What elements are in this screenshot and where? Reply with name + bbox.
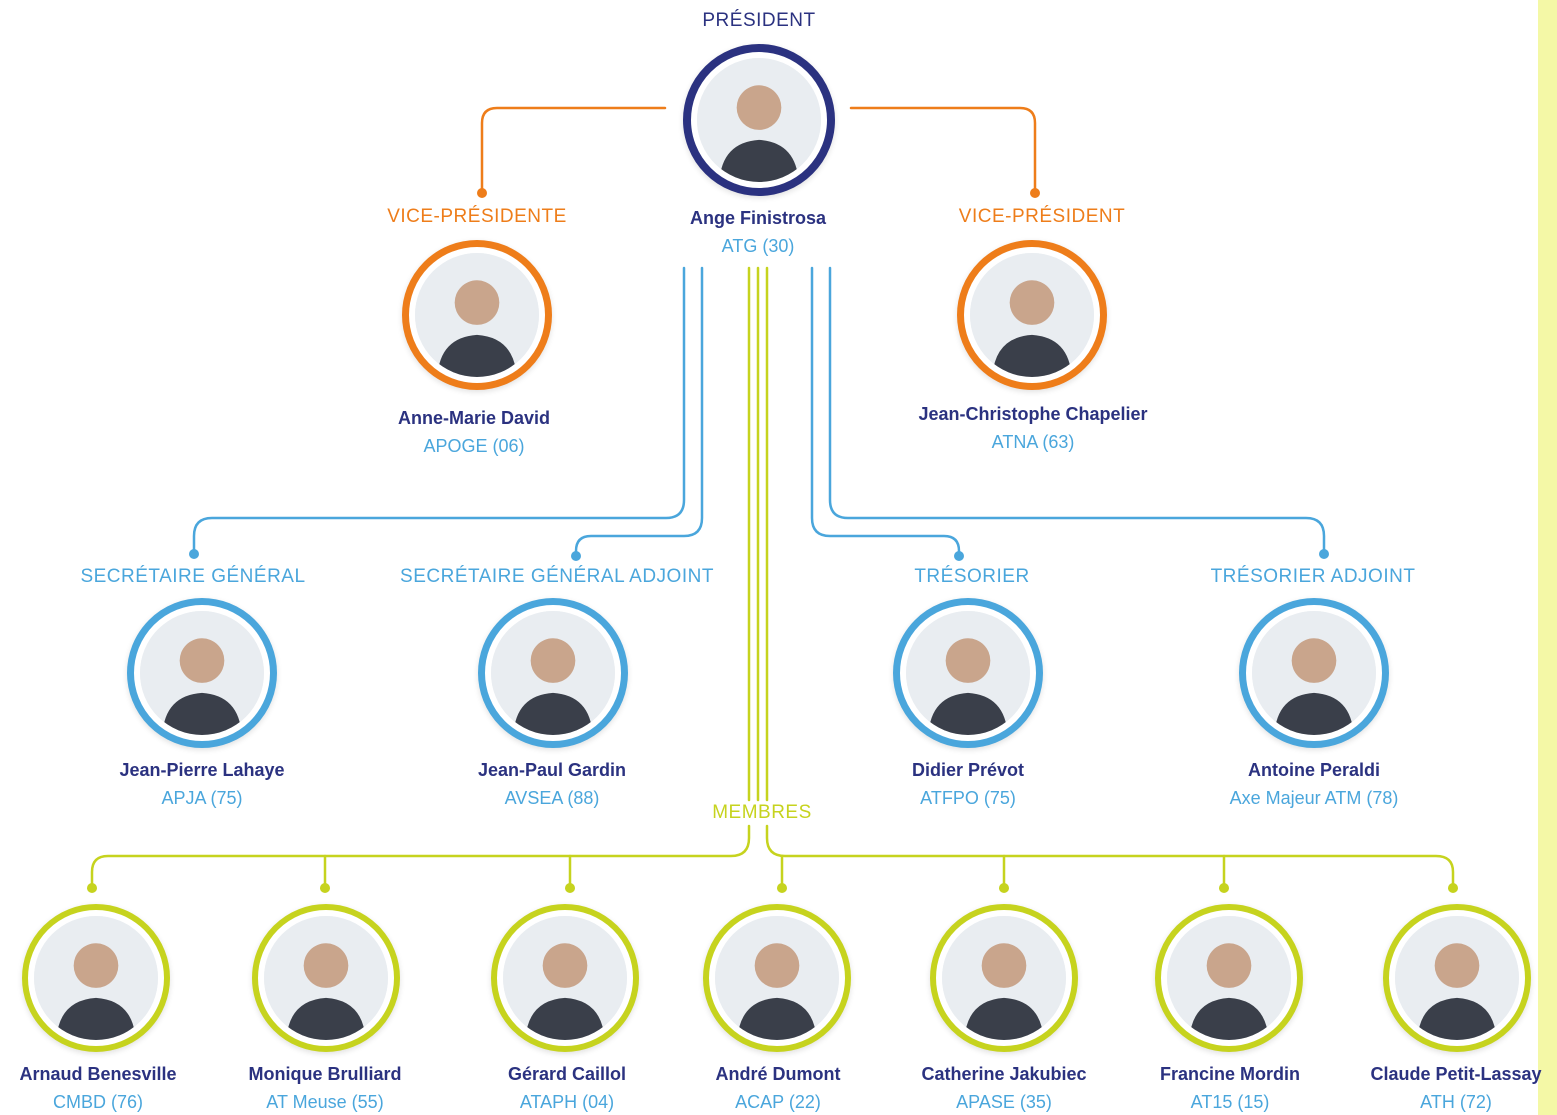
person-org-member-5: APASE (35) — [956, 1092, 1052, 1112]
node-dot-treasurer-adjoint — [1319, 549, 1329, 559]
person-org-member-7: ATH (72) — [1420, 1092, 1492, 1112]
person-org-vice-left: APOGE (06) — [423, 436, 525, 456]
person-name-member-5: Catherine Jakubiec — [921, 1064, 1087, 1084]
role-title-members: MEMBRES — [712, 802, 812, 823]
node-dot-member-2 — [320, 883, 330, 893]
person-name-member-1: Arnaud Benesville — [19, 1064, 177, 1084]
person-name-president: Ange Finistrosa — [689, 208, 827, 228]
node-dot-member-3 — [565, 883, 575, 893]
portrait-photo — [906, 611, 1030, 735]
person-org-member-3: ATAPH (04) — [519, 1092, 615, 1112]
connector-to-treasurer-adjoint — [828, 266, 1326, 553]
portrait-photo — [503, 916, 627, 1040]
portrait-photo — [415, 253, 539, 377]
node-dot-secretary-adjoint — [571, 551, 581, 561]
avatar-treasurer — [893, 598, 1043, 748]
person-org-treasurer: ATFPO (75) — [920, 788, 1016, 808]
avatar-member-7 — [1383, 904, 1531, 1052]
person-org-treasurer-adjoint: Axe Majeur ATM (78) — [1229, 788, 1399, 808]
portrait-photo — [1395, 916, 1519, 1040]
avatar-secretary-adjoint — [478, 598, 628, 748]
node-dot-vice-right — [1030, 188, 1040, 198]
connector-to-vice-right — [849, 106, 1037, 192]
person-org-vice-right: ATNA (63) — [991, 432, 1075, 452]
avatar-member-1 — [22, 904, 170, 1052]
connector-to-secretary-adjoint — [574, 266, 704, 555]
node-dot-member-6 — [1219, 883, 1229, 893]
node-dot-secretary — [189, 549, 199, 559]
portrait-photo — [1167, 916, 1291, 1040]
person-name-member-3: Gérard Caillol — [507, 1064, 627, 1084]
avatar-secretary — [127, 598, 277, 748]
connector-to-vice-left — [480, 106, 667, 192]
avatar-president — [683, 44, 835, 196]
person-name-vice-left: Anne-Marie David — [397, 408, 551, 428]
person-name-secretary-adjoint: Jean-Paul Gardin — [477, 760, 627, 780]
role-title-secretary: SECRÉTAIRE GÉNÉRAL — [80, 566, 306, 587]
person-org-secretary-adjoint: AVSEA (88) — [504, 788, 600, 808]
portrait-photo — [1252, 611, 1376, 735]
portrait-photo — [715, 916, 839, 1040]
role-title-president: PRÉSIDENT — [702, 10, 816, 31]
members-left-bar — [90, 824, 751, 886]
avatar-vice-right — [957, 240, 1107, 390]
portrait-photo — [970, 253, 1094, 377]
members-right-bar — [765, 824, 1455, 886]
portrait-photo — [697, 58, 821, 182]
person-name-member-7: Claude Petit-Lassay — [1370, 1064, 1542, 1084]
portrait-photo — [264, 916, 388, 1040]
avatar-member-6 — [1155, 904, 1303, 1052]
person-org-member-6: AT15 (15) — [1190, 1092, 1270, 1112]
avatar-vice-left — [402, 240, 552, 390]
node-dot-member-7 — [1448, 883, 1458, 893]
connector-to-secretary — [192, 266, 686, 553]
portrait-photo — [34, 916, 158, 1040]
person-org-member-1: CMBD (76) — [52, 1092, 144, 1112]
node-dot-member-1 — [87, 883, 97, 893]
node-dot-treasurer — [954, 551, 964, 561]
person-org-member-2: AT Meuse (55) — [266, 1092, 384, 1112]
person-org-member-4: ACAP (22) — [735, 1092, 821, 1112]
avatar-member-3 — [491, 904, 639, 1052]
person-name-member-6: Francine Mordin — [1159, 1064, 1301, 1084]
role-title-treasurer-adjoint: TRÉSORIER ADJOINT — [1210, 566, 1416, 587]
role-title-vice-left: VICE-PRÉSIDENTE — [387, 206, 567, 227]
person-name-secretary: Jean-Pierre Lahaye — [119, 760, 285, 780]
role-title-secretary-adjoint: SECRÉTAIRE GÉNÉRAL ADJOINT — [400, 566, 714, 587]
person-name-treasurer: Didier Prévot — [911, 760, 1025, 780]
person-name-vice-right: Jean-Christophe Chapelier — [918, 404, 1148, 424]
node-dot-member-5 — [999, 883, 1009, 893]
person-name-treasurer-adjoint: Antoine Peraldi — [1247, 760, 1381, 780]
person-name-member-4: André Dumont — [715, 1064, 841, 1084]
portrait-photo — [491, 611, 615, 735]
role-title-treasurer: TRÉSORIER — [914, 566, 1030, 587]
portrait-photo — [942, 916, 1066, 1040]
avatar-member-2 — [252, 904, 400, 1052]
person-org-secretary: APJA (75) — [161, 788, 243, 808]
person-name-member-2: Monique Brulliard — [248, 1064, 402, 1084]
role-title-vice-right: VICE-PRÉSIDENT — [958, 206, 1126, 227]
node-dot-member-4 — [777, 883, 787, 893]
side-accent-strip — [1538, 0, 1557, 1115]
avatar-member-4 — [703, 904, 851, 1052]
avatar-treasurer-adjoint — [1239, 598, 1389, 748]
portrait-photo — [140, 611, 264, 735]
node-dot-vice-left — [477, 188, 487, 198]
connector-to-treasurer — [810, 266, 961, 555]
avatar-member-5 — [930, 904, 1078, 1052]
person-org-president: ATG (30) — [721, 236, 795, 256]
